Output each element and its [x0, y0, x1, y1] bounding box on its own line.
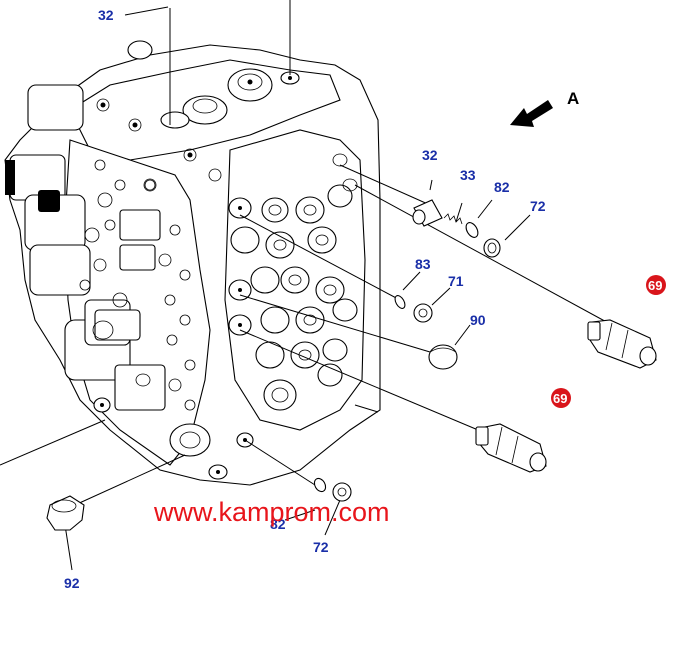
- callout-82-bottom: 82: [270, 516, 286, 532]
- callout-69-top-badge: 69: [646, 275, 666, 295]
- leader-lines: [0, 0, 613, 571]
- part-92-plug: [46, 495, 85, 531]
- part-32-sleeve: [412, 199, 443, 227]
- callout-69-bottom: 69: [553, 391, 567, 406]
- part-71-plug: [413, 303, 433, 323]
- part-82-oring-right: [465, 222, 479, 238]
- watermark-url: www.kamprom.com: [153, 497, 390, 527]
- view-label-a: A: [567, 89, 579, 108]
- part-69-sensor-bottom: [475, 423, 547, 473]
- part-33-spring: [443, 213, 463, 225]
- callout-72-right: 72: [530, 198, 546, 214]
- part-72-plug-bottom: [332, 482, 352, 502]
- callout-32-top: 32: [98, 7, 114, 23]
- callout-92: 92: [64, 575, 80, 591]
- callout-32-right: 32: [422, 147, 438, 163]
- part-90-cap: [428, 344, 458, 370]
- part-69-sensor-top: [587, 319, 657, 369]
- view-direction-arrow: [510, 100, 553, 127]
- callout-71: 71: [448, 273, 464, 289]
- part-83-oring: [394, 295, 406, 309]
- callout-72-bottom: 72: [313, 539, 329, 555]
- callout-90: 90: [470, 312, 486, 328]
- callout-33: 33: [460, 167, 476, 183]
- callouts: 32 32 33 82 72 83 71 90 82 72 92 69 69: [64, 7, 666, 591]
- control-valve-assembly: [4, 40, 381, 486]
- part-82-oring-bottom: [313, 477, 327, 493]
- callout-82-right: 82: [494, 179, 510, 195]
- part-72-plug-right: [483, 238, 501, 258]
- callout-69-bottom-badge: 69: [551, 388, 571, 408]
- callout-69-top: 69: [648, 278, 662, 293]
- callout-83: 83: [415, 256, 431, 272]
